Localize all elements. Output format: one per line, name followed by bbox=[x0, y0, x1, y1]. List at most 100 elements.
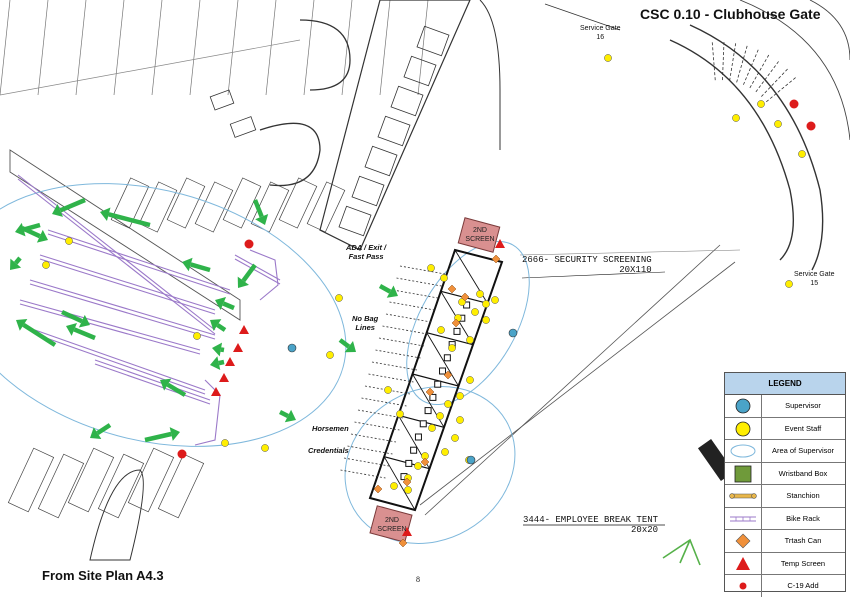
legend-item: Supervisor bbox=[725, 395, 845, 418]
arrow-head bbox=[386, 285, 398, 298]
parking-pad bbox=[157, 453, 205, 519]
event-staff-marker bbox=[396, 410, 404, 418]
arrow-shaft bbox=[14, 256, 22, 265]
magnetometer bbox=[424, 407, 432, 415]
legend-label: C-19 Add bbox=[787, 581, 819, 590]
parking-pad bbox=[306, 181, 346, 233]
arrow-shaft bbox=[220, 347, 225, 353]
bike-rack bbox=[94, 359, 211, 401]
arrow-shaft bbox=[378, 284, 392, 294]
bike-rack bbox=[234, 258, 281, 285]
event-staff-marker bbox=[451, 434, 459, 442]
legend-label: Stanchion bbox=[786, 491, 820, 500]
bike-rack bbox=[19, 303, 201, 355]
queue-lane bbox=[385, 313, 432, 323]
parking-bay bbox=[403, 55, 437, 87]
screening-bay-divider bbox=[369, 497, 416, 511]
parking-structure bbox=[319, 0, 471, 251]
parking-pad bbox=[278, 177, 318, 229]
temp-screen-marker bbox=[219, 373, 229, 382]
parking-stall-line bbox=[265, 0, 277, 96]
legend-title: LEGEND bbox=[725, 373, 845, 395]
event-staff-marker bbox=[456, 416, 464, 424]
curb-island bbox=[89, 469, 144, 561]
arrow-head bbox=[182, 257, 193, 272]
direction-arrow bbox=[215, 297, 235, 311]
trash-can-marker bbox=[402, 477, 412, 487]
arrow-shaft bbox=[61, 309, 83, 324]
magnetometer bbox=[419, 420, 427, 428]
temp-screen-marker bbox=[233, 343, 243, 352]
legend-label: Temp Screen bbox=[780, 558, 826, 568]
gate-lane bbox=[749, 53, 771, 89]
legend-item: Stanchion bbox=[725, 485, 845, 508]
arrow-head bbox=[344, 341, 356, 353]
c19-add-marker bbox=[244, 239, 254, 249]
road-edge-line bbox=[0, 39, 301, 96]
gate-lane bbox=[729, 41, 737, 81]
event-staff-marker bbox=[261, 444, 269, 452]
magnetometer bbox=[405, 459, 413, 467]
magnetometer bbox=[414, 433, 422, 441]
direction-arrow bbox=[61, 309, 90, 328]
magnetometer bbox=[429, 393, 437, 401]
bike-rack bbox=[47, 233, 231, 295]
horsemen-label: Horsemen bbox=[312, 424, 349, 433]
queue-lane bbox=[378, 337, 425, 347]
trash-can-marker bbox=[425, 387, 435, 397]
event-staff-marker bbox=[414, 462, 422, 470]
arrow-head bbox=[100, 207, 111, 222]
bike-rack bbox=[94, 363, 211, 405]
road-edge-line bbox=[419, 261, 736, 506]
parking-pad bbox=[110, 177, 150, 229]
trash-can-marker bbox=[443, 370, 453, 380]
gate-lane bbox=[743, 47, 760, 85]
event-staff-marker bbox=[491, 296, 499, 304]
gate-lane bbox=[761, 67, 790, 97]
trash-can-marker bbox=[491, 254, 501, 264]
legend-label: Trtash Can bbox=[784, 536, 822, 545]
event-staff-marker bbox=[476, 290, 484, 298]
parking-pad bbox=[138, 181, 178, 233]
direction-arrow bbox=[210, 356, 225, 370]
screening-bay-divider bbox=[426, 332, 474, 346]
leader-line bbox=[544, 3, 621, 31]
parking-stall-line bbox=[341, 0, 353, 96]
magnetometer bbox=[453, 327, 461, 335]
arrow-head bbox=[15, 222, 26, 237]
temp-screen-marker bbox=[495, 239, 505, 248]
yellow-circle-icon bbox=[735, 421, 751, 436]
leader-line bbox=[519, 249, 741, 256]
arrow-head bbox=[52, 204, 64, 217]
direction-arrow bbox=[210, 319, 227, 332]
gate-lane bbox=[711, 40, 716, 81]
event-staff-marker bbox=[757, 100, 765, 108]
queue-lane bbox=[375, 349, 421, 359]
direction-arrow bbox=[21, 225, 48, 243]
legend-item: Event Staff bbox=[725, 417, 845, 440]
red-triangle-icon bbox=[736, 556, 750, 570]
trash-can-marker bbox=[373, 484, 383, 494]
event-staff-marker bbox=[471, 308, 479, 316]
bike-rack bbox=[19, 299, 201, 351]
arrow-head bbox=[16, 318, 28, 331]
direction-arrow bbox=[16, 318, 57, 347]
source-note: From Site Plan A4.3 bbox=[42, 568, 164, 583]
parking-bay bbox=[390, 85, 424, 117]
parking-pad bbox=[37, 453, 85, 519]
screening-cross-line bbox=[426, 332, 459, 387]
legend-item: Wristband Box bbox=[725, 462, 845, 485]
event-staff-marker bbox=[326, 351, 334, 359]
walkway-band bbox=[9, 149, 241, 321]
red-dot-icon bbox=[739, 582, 747, 590]
legend-label: Bike Rack bbox=[786, 513, 820, 523]
markers-layer bbox=[10, 54, 816, 548]
supervisor-marker bbox=[466, 455, 476, 465]
parking-stall-line bbox=[379, 0, 391, 96]
arrow-shaft bbox=[218, 359, 225, 366]
